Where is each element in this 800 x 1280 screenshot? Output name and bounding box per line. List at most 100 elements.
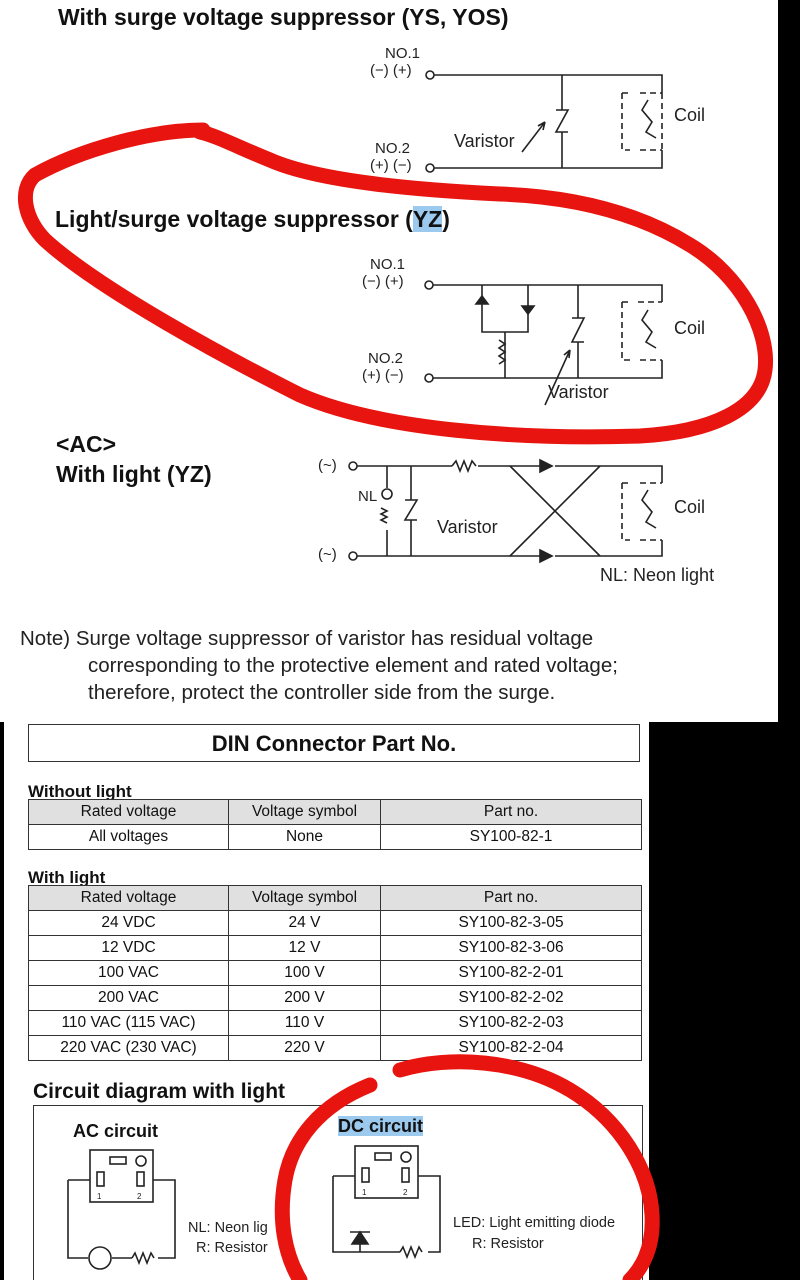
col-header-rated-voltage: Rated voltage [28, 799, 229, 825]
ac-pin2-label: 2 [137, 1192, 142, 1201]
d3-legend: NL: Neon light [600, 565, 715, 585]
d2-varistor-label: Varistor [548, 382, 609, 402]
cell-voltage-symbol: 12 V [228, 935, 381, 961]
cell-voltage-symbol: None [228, 824, 381, 850]
ac-circuit-label: AC circuit [73, 1121, 159, 1141]
table-row: All voltages None SY100-82-1 [28, 824, 642, 850]
col-header-voltage-symbol: Voltage symbol [228, 885, 381, 911]
with-light-label: With light [28, 868, 106, 887]
ac-connector-ground [135, 1155, 147, 1167]
d3-resistor-nl [379, 507, 389, 524]
ac-connector-box [89, 1149, 154, 1203]
ac-pin-1 [96, 1171, 105, 1187]
circuit-diagram-title: Circuit diagram with light [33, 1080, 286, 1103]
d1-varistor-label: Varistor [454, 131, 515, 151]
light-surge-suppressor-title: Light/surge voltage suppressor (YZ) [55, 206, 450, 232]
dc-pin-2 [401, 1167, 410, 1183]
dc-pin-1 [361, 1167, 370, 1183]
d3-coil-box [621, 482, 662, 541]
note-line-1: Note) Surge voltage suppressor of varist… [20, 627, 594, 650]
ac-pin-2 [136, 1171, 145, 1187]
d3-term1-label: (~) [318, 457, 337, 474]
d3-nl-label: NL [358, 488, 378, 505]
d1-no1-label: NO.1 [385, 45, 421, 62]
dc-pin2-label: 2 [403, 1188, 408, 1197]
dc-wires [332, 1175, 441, 1253]
d1-coil-winding [641, 99, 657, 139]
note-line-2: corresponding to the protective element … [88, 654, 618, 677]
note-text: Note) Surge voltage suppressor of varist… [20, 625, 740, 706]
d2-terminal-1 [424, 280, 434, 290]
surge-suppressor-title: With surge voltage suppressor (YS, YOS) [58, 4, 509, 30]
dc-legend-r: R: Resistor [472, 1236, 544, 1252]
ac-legend-r: R: Resistor [196, 1240, 268, 1256]
dc-circuit-label: DC circuit [338, 1116, 424, 1136]
cell-rated-voltage: 200 VAC [28, 985, 229, 1011]
d2-varistor-symbol [570, 317, 586, 343]
d1-terminal-1 [425, 70, 435, 80]
cell-rated-voltage: 220 VAC (230 VAC) [28, 1035, 229, 1061]
ac-resistor [131, 1250, 155, 1266]
ac-connector-slot [109, 1156, 127, 1165]
d1-coil-label: Coil [674, 105, 706, 125]
d1-varistor-arrow [521, 121, 546, 153]
cell-part-no: SY100-82-3-05 [380, 910, 642, 936]
d3-terminal-2 [348, 551, 358, 561]
cell-part-no: SY100-82-2-03 [380, 1010, 642, 1036]
ac-circuit-drawing [67, 1149, 176, 1270]
annotation-loop-dc-circuit [274, 1054, 660, 1280]
cell-part-no: SY100-82-1 [380, 824, 642, 850]
cell-rated-voltage: 12 VDC [28, 935, 229, 961]
d1-wires [434, 74, 663, 169]
ac-neon-lamp [88, 1246, 112, 1270]
d2-wires [433, 284, 663, 379]
d3-bridge-diodes [539, 458, 554, 564]
d3-bridge-wires [509, 465, 601, 557]
col-header-voltage-symbol: Voltage symbol [228, 799, 381, 825]
d1-varistor-symbol [554, 109, 570, 133]
d2-coil-box [621, 301, 662, 361]
without-light-label: Without light [28, 782, 132, 801]
d2-no2-label: NO.2 [368, 350, 404, 367]
d2-no1-polarity: (−) (+) [362, 273, 404, 290]
d1-terminal-2 [425, 163, 435, 173]
d2-no2-polarity: (+) (−) [362, 367, 404, 384]
top-document-panel [0, 0, 778, 722]
table-header-row: Rated voltage Voltage symbol Part no. [28, 885, 642, 911]
d2-leds [474, 294, 536, 316]
ac-pin1-label: 1 [97, 1192, 102, 1201]
ac-tag: <AC> [56, 431, 117, 457]
dc-circuit-drawing [332, 1145, 441, 1260]
d2-schematic [424, 280, 663, 406]
d3-schematic [348, 458, 663, 564]
dc-led [350, 1230, 370, 1245]
cell-voltage-symbol: 220 V [228, 1035, 381, 1061]
d3-varistor-symbol [403, 499, 419, 521]
d3-resistor-top [451, 458, 477, 474]
table-header-row: Rated voltage Voltage symbol Part no. [28, 799, 642, 825]
without-light-table: Rated voltage Voltage symbol Part no. Al… [28, 799, 642, 850]
d2-varistor-arrow [544, 349, 571, 406]
note-line-3: therefore, protect the controller side f… [88, 681, 556, 704]
din-connector-title: DIN Connector Part No. [28, 724, 640, 762]
d3-coil-label: Coil [674, 497, 706, 517]
d2-no1-label: NO.1 [370, 256, 406, 273]
cell-part-no: SY100-82-3-06 [380, 935, 642, 961]
cell-voltage-symbol: 100 V [228, 960, 381, 986]
d1-no1-polarity: (−) (+) [370, 62, 412, 79]
d3-coil-winding [641, 489, 657, 529]
d1-no2-polarity: (+) (−) [370, 157, 412, 174]
with-light-table: Rated voltage Voltage symbol Part no. 24… [28, 885, 642, 1061]
dc-connector-box [354, 1145, 419, 1199]
d3-varistor-label: Varistor [437, 517, 498, 537]
d3-terminal-1 [348, 461, 358, 471]
d2-coil-winding [641, 309, 657, 349]
cell-rated-voltage: 110 VAC (115 VAC) [28, 1010, 229, 1036]
ac-wires [67, 1179, 176, 1259]
ac-legend-nl: NL: Neon lig [188, 1220, 268, 1236]
